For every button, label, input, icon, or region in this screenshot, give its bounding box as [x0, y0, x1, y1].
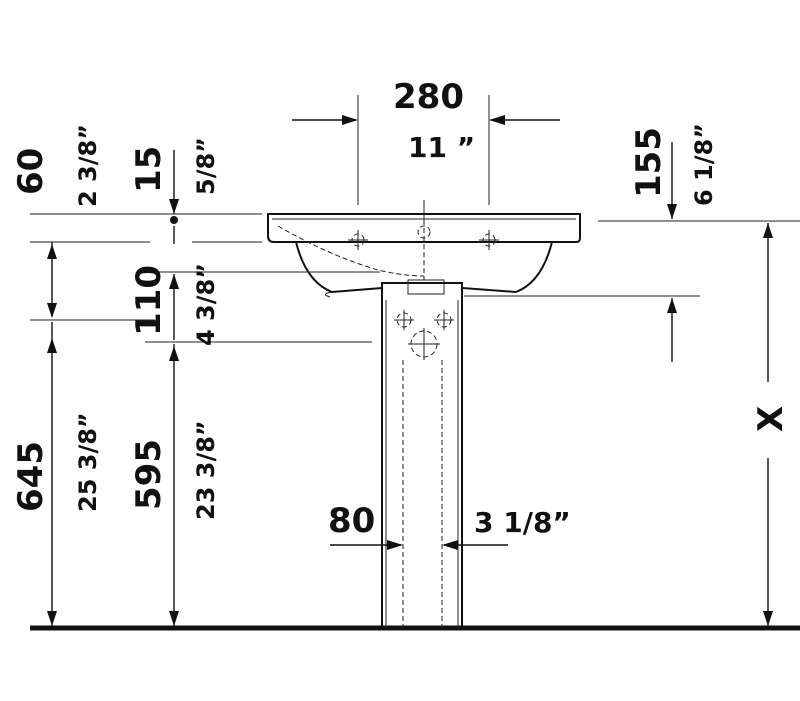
dim-pedestal-in: 3 1/8” [474, 506, 571, 539]
basin [267, 213, 581, 298]
dim-left-outer [30, 213, 262, 626]
pedestal [381, 288, 463, 628]
dim-left-inner [145, 150, 380, 626]
dim-pedestal-mm: 80 [328, 501, 375, 541]
dim-left-bottom-in: 25 3/8” [74, 412, 102, 512]
tap-hole-right [479, 230, 499, 250]
dim-height-x: X [751, 406, 791, 432]
dim-left2-top-mm: 15 [129, 146, 169, 193]
dim-left-top-mm: 60 [11, 148, 51, 195]
dim-right [464, 142, 800, 626]
dim-right-top-in: 6 1/8” [690, 123, 718, 206]
dim-left2-bottom-mm: 595 [129, 439, 169, 510]
tap-hole-left [348, 230, 368, 250]
dim-top-in: 11 ” [408, 131, 475, 164]
dim-top-280 [292, 95, 560, 225]
dim-left2-bottom-in: 23 3/8” [192, 420, 220, 520]
dim-mid-in: 4 3/8” [192, 263, 220, 346]
dim-pedestal-width [330, 540, 508, 550]
dim-top-mm: 280 [393, 77, 464, 117]
tap-hole-center [417, 225, 431, 239]
dim-left-bottom-mm: 645 [11, 441, 51, 512]
dim-mid-mm: 110 [129, 265, 169, 336]
dim-left2-top-in: 5/8” [192, 137, 220, 195]
dim-left-top-in: 2 3/8” [74, 124, 102, 207]
dim-right-top-mm: 155 [629, 127, 669, 198]
